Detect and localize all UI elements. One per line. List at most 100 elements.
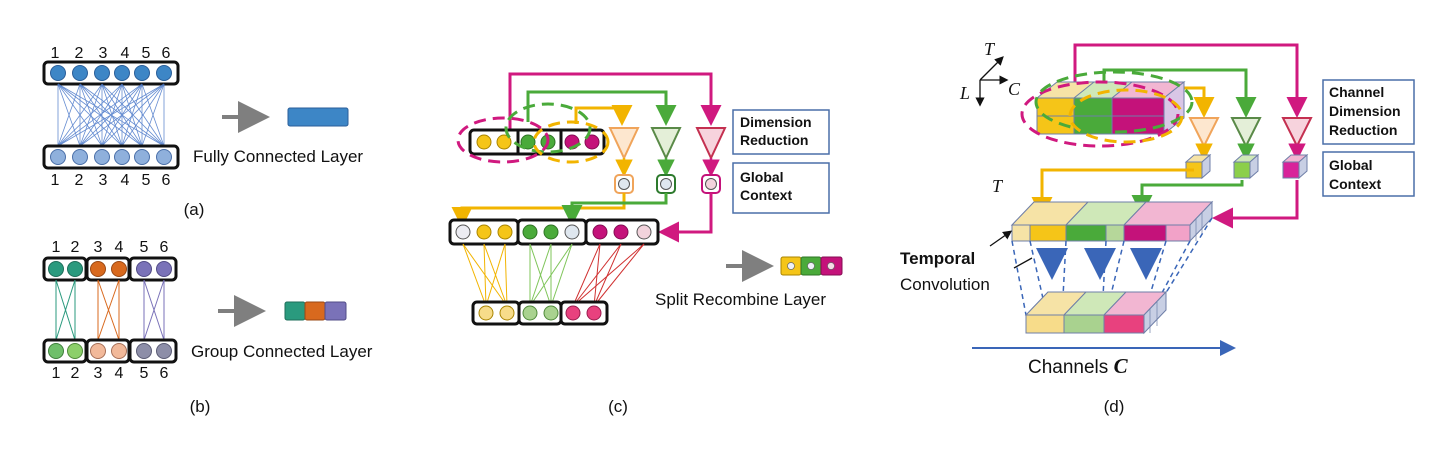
panel-a-bottom-num: 1	[51, 172, 60, 189]
panel-b-top-num: 5	[140, 239, 149, 256]
panel-d-axis-l: L	[959, 83, 970, 103]
panel-c-group-connections	[462, 243, 645, 307]
panel-b-bottom-num: 3	[94, 365, 103, 382]
panel-b-top-num: 2	[71, 239, 80, 256]
panel-a-top-num: 6	[162, 45, 171, 62]
panel-d-global-context-box	[1322, 151, 1415, 197]
panel-b-top-num: 6	[160, 239, 169, 256]
panel-c: Dimension Reduction Global Context	[448, 72, 843, 416]
panel-d-axis-c: C	[1008, 79, 1021, 99]
panel-d-yellow-route-arrow	[1031, 168, 1194, 218]
panel-c-global-context-box	[732, 162, 830, 214]
panel-c-magenta-ellipse	[456, 116, 550, 164]
panel-a-fc-connections	[57, 83, 165, 147]
panel-b-top-nodes	[48, 261, 172, 277]
panel-d-top-tensor	[1035, 80, 1186, 136]
panel-d-channels-label: Channels C	[1028, 354, 1129, 378]
panel-c-yellow-route-arrow	[451, 193, 626, 228]
panel-a-bottom-nodes	[50, 149, 172, 165]
panel-d-channels-text: Channels	[1028, 357, 1114, 378]
panel-c-magenta-route-arrow	[658, 193, 713, 243]
panel-d-caption: (d)	[1104, 397, 1125, 416]
panel-c-context-nodes	[614, 174, 721, 194]
panel-d: T L C	[900, 39, 1415, 416]
panel-c-input-nodes	[476, 134, 600, 150]
panel-b-top-num: 1	[52, 239, 61, 256]
panel-a-bottom-numbers: 1 2 3 4 5 6	[51, 172, 171, 189]
panel-b-caption: (b)	[190, 397, 211, 416]
panel-d-convolution-label: Convolution	[900, 275, 990, 294]
panel-d-bottom-tensor	[1024, 290, 1168, 335]
panel-d-global-label-1: Global	[1329, 157, 1373, 173]
panel-c-output-nodes	[478, 305, 602, 321]
panel-d-magenta-ellipse	[1020, 80, 1180, 148]
panel-c-dimension-label-1: Dimension	[740, 114, 812, 130]
panel-b-bottom-num: 5	[140, 365, 149, 382]
panel-c-yellow-ellipse	[532, 120, 610, 164]
panel-b-label: Group Connected Layer	[191, 342, 373, 361]
panel-b-bottom-num: 1	[52, 365, 61, 382]
panel-b-top-numbers: 1 2 3 4 5 6	[52, 239, 169, 256]
panel-d-channel-label-1: Channel	[1329, 84, 1384, 100]
panel-c-green-ellipse	[504, 102, 592, 154]
panel-d-temporal-label: Temporal	[900, 249, 975, 268]
panel-a-bottom-num: 3	[99, 172, 108, 189]
panel-c-output-block	[780, 256, 843, 276]
panel-c-caption: (c)	[608, 397, 628, 416]
panel-d-middle-tensor	[1010, 200, 1214, 243]
panel-a-top-num: 2	[75, 45, 84, 62]
panel-a-caption: (a)	[184, 200, 205, 219]
panel-d-temporal-pointer	[989, 230, 1013, 247]
panel-a-top-num: 5	[142, 45, 151, 62]
panel-c-magenta-triangle	[695, 127, 727, 161]
panel-b-bottom-num: 2	[71, 365, 80, 382]
panel-d-yellow-ellipse	[1068, 88, 1184, 144]
panel-b-bottom-numbers: 1 2 3 4 5 6	[52, 365, 169, 382]
panel-a-bottom-num: 4	[121, 172, 130, 189]
panel-b-top-num: 3	[94, 239, 103, 256]
panel-d-green-route-arrow	[1131, 180, 1244, 216]
panel-a-top-numbers: 1 2 3 4 5 6	[51, 45, 171, 62]
panel-a-bottom-num: 5	[142, 172, 151, 189]
panel-b-bottom-num: 4	[115, 365, 124, 382]
panel-d-global-label-2: Context	[1329, 176, 1381, 192]
panel-a-top-num: 1	[51, 45, 60, 62]
panel-d-axis-t: T	[984, 39, 996, 59]
panel-a-bottom-num: 2	[75, 172, 84, 189]
panel-d-magenta-route-arrow	[1212, 180, 1299, 229]
panel-d-channel-label-3: Reduction	[1329, 122, 1397, 138]
panel-c-green-triangle	[650, 127, 682, 161]
panel-a-output-block	[287, 107, 349, 127]
panel-d-magenta-top-arrow	[1073, 43, 1308, 118]
panel-c-dimension-label-2: Reduction	[740, 132, 808, 148]
panel-d-channel-label-2: Dimension	[1329, 103, 1401, 119]
panel-d-channels-symbol: C	[1114, 354, 1129, 378]
panel-a-top-nodes	[50, 65, 172, 81]
panel-d-axis-t2: T	[992, 176, 1004, 196]
panel-b-output-block	[284, 301, 347, 321]
panel-c-yellow-top-arrow	[574, 105, 633, 126]
panel-b-group-connections	[55, 279, 165, 341]
panel-d-magenta-triangle	[1281, 117, 1313, 149]
panel-c-global-label-1: Global	[740, 169, 784, 185]
panel-a-label: Fully Connected Layer	[193, 147, 363, 166]
panel-c-label: Split Recombine Layer	[655, 290, 826, 309]
panel-d-green-ellipse	[1034, 70, 1194, 134]
panel-b-bottom-nodes	[48, 343, 172, 359]
panel-d-axis-t-arrow	[979, 56, 1004, 81]
panel-b-bottom-num: 6	[160, 365, 169, 382]
panel-d-yellow-triangle	[1188, 117, 1220, 149]
panel-b-top-num: 4	[115, 239, 124, 256]
panel-a-top-num: 4	[121, 45, 130, 62]
panel-c-green-route-arrow	[561, 193, 668, 226]
panel-c-global-label-2: Context	[740, 187, 792, 203]
panel-c-dimension-reduction-box	[732, 109, 830, 155]
panel-a-top-num: 3	[99, 45, 108, 62]
panel-c-yellow-triangle	[608, 127, 640, 161]
panel-d-context-cubes	[1184, 153, 1309, 180]
panel-d-green-triangle	[1230, 117, 1262, 149]
panel-d-conv-pointer	[1013, 257, 1033, 269]
panel-a: 1 2 3 4 5 6 1 2 3 4 5 6	[42, 45, 363, 219]
panel-c-recombined-nodes	[455, 224, 652, 240]
